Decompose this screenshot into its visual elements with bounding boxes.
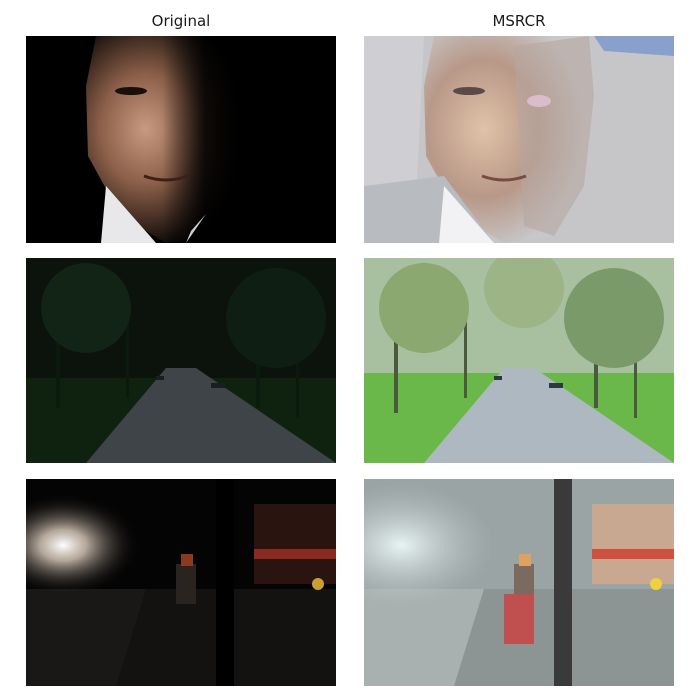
- msrcr-portrait-image: [364, 36, 674, 243]
- original-street-image: [26, 479, 336, 686]
- msrcr-park-image: [364, 258, 674, 463]
- original-park-image: [26, 258, 336, 463]
- msrcr-street-image: [364, 479, 674, 686]
- original-portrait-image: [26, 36, 336, 243]
- column-title-original: Original: [151, 12, 211, 30]
- column-title-msrcr: MSRCR: [492, 12, 546, 30]
